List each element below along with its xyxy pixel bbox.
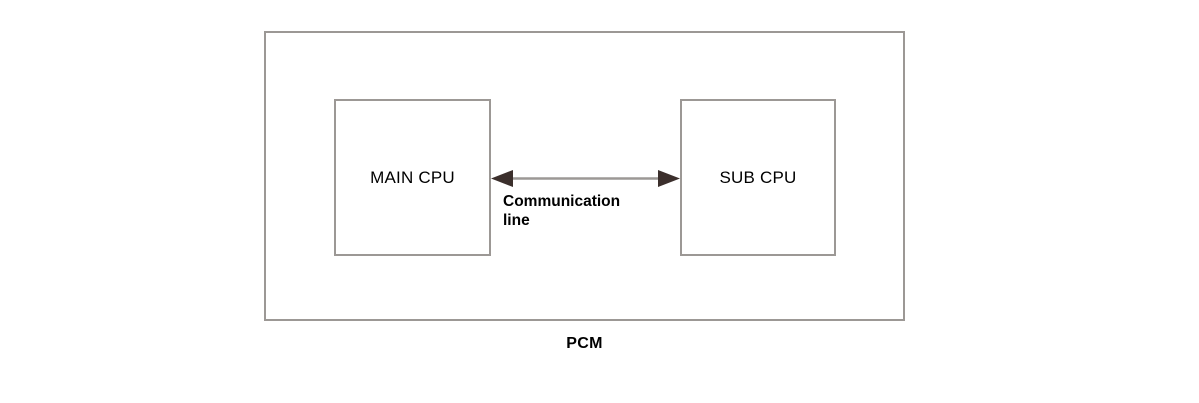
block-sub-cpu-label: SUB CPU xyxy=(719,168,797,187)
communication-line-caption-line-2: line xyxy=(503,212,530,230)
communication-line-connector xyxy=(489,168,682,190)
block-main-cpu: MAIN CPU xyxy=(334,99,491,256)
communication-line-caption-line-1: Communication xyxy=(503,193,621,210)
arrowhead-right-icon xyxy=(658,170,680,187)
block-sub-cpu: SUB CPU xyxy=(680,99,836,256)
block-main-cpu-label: MAIN CPU xyxy=(370,168,455,187)
pcm-enclosure-caption: PCM xyxy=(566,335,603,352)
arrowhead-left-icon xyxy=(491,170,513,187)
communication-line-caption: Communication line xyxy=(503,192,673,230)
